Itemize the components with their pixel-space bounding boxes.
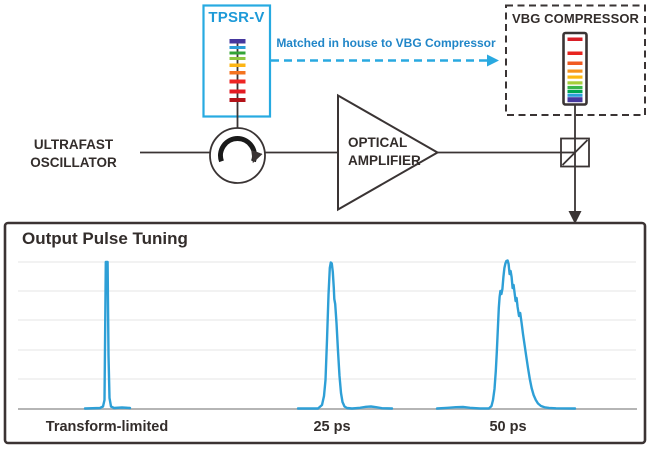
plot-gridlines [18,261,636,380]
circulator-arrow-icon [218,136,263,164]
down-arrow-head-icon [568,211,582,224]
vbg-grating-icon [567,37,583,103]
pulse-trace [435,259,577,410]
beamsplitter-diagonal [561,139,589,166]
pulse-trace [83,260,132,410]
amplifier-triangle [337,93,440,212]
tpsr-grating-icon [229,39,246,102]
output-panel-border [3,221,647,445]
pulse-traces [83,259,577,410]
pulse-trace [296,261,394,410]
